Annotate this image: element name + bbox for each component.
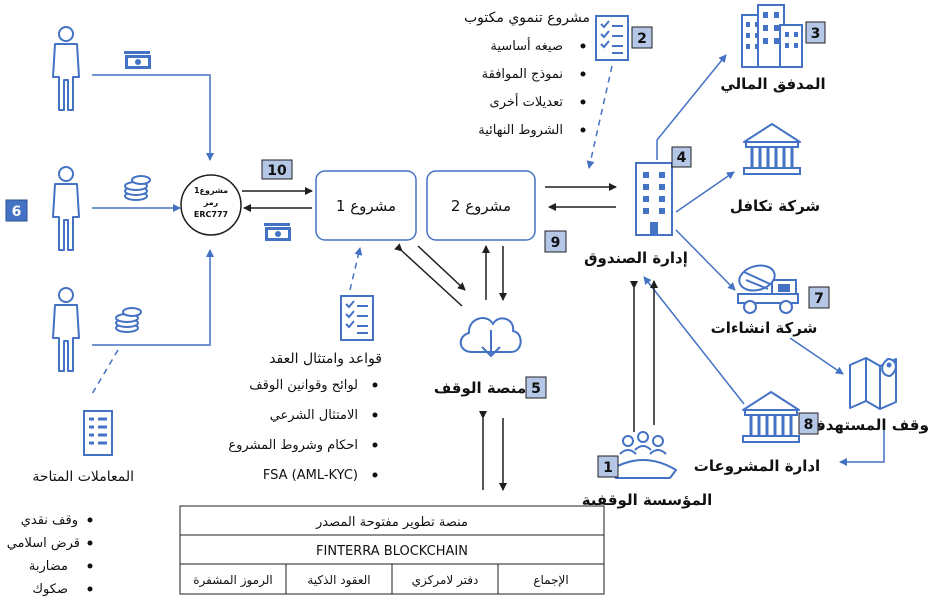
platform-cell: العقود الذكية: [307, 573, 370, 588]
buildings-icon: [741, 4, 803, 68]
written-project-item: تعديلات أخرى: [490, 93, 564, 110]
badge-3: 3: [805, 21, 826, 44]
waqf-platform-label: منصة الوقف: [434, 379, 526, 397]
token-project-arrows: [242, 187, 313, 212]
badge-7: 7: [808, 286, 830, 309]
badge-4: 4: [671, 146, 692, 168]
badge-1-label: 1: [603, 460, 613, 476]
written-project-connector: [586, 65, 613, 169]
checklist-icon: [595, 15, 629, 61]
platform-cell: دفتر لامركزي: [412, 573, 479, 588]
badge-5: 5: [525, 376, 547, 399]
contract-rule-item: لوائح وقوانين الوقف: [249, 378, 358, 393]
written-project-title: مشروع تنموي مكتوب: [464, 10, 590, 26]
project-management-label: ادارة المشروعات: [694, 457, 820, 475]
written-project-item: صيغه أساسية: [490, 37, 563, 54]
document-icon: [82, 409, 114, 457]
transaction-item: قرض اسلامي: [7, 536, 80, 551]
takaful-label: شركة تكافل: [730, 197, 820, 215]
badge-10-label: 10: [267, 163, 287, 179]
office-icon: [635, 162, 673, 236]
map-pin-icon: [849, 357, 897, 410]
contract-rule-item: احكام وشروط المشروع: [228, 438, 358, 453]
token-line-3: ERC777: [194, 210, 228, 219]
project-1-label: مشروع 1: [336, 197, 396, 215]
fund-flow-lines: [643, 54, 885, 466]
transaction-item: صكوك: [32, 582, 68, 597]
badge-8: 8: [798, 412, 819, 435]
badge-3-label: 3: [811, 26, 821, 42]
coins-icon: [124, 175, 151, 201]
transactions-list: المعاملات المتاحة وقف نقدي قرض اسلامي مض…: [7, 469, 134, 597]
investor-person-3: [52, 287, 80, 372]
platform-row-1: منصة تطوير مفتوحة المصدر: [315, 515, 468, 530]
cash-icon: [264, 223, 291, 241]
token-line-2: رمز: [203, 198, 219, 207]
project-fund-arrows: [545, 183, 617, 211]
badge-8-label: 8: [804, 417, 814, 433]
transactions-title: المعاملات المتاحة: [32, 469, 134, 485]
financier-label: المدفق المالي: [720, 75, 825, 93]
platform-cell: الرموز المشفرة: [193, 573, 272, 588]
waqf-institution-label: المؤسسة الوقفية: [582, 491, 713, 509]
bank-icon: [742, 122, 802, 176]
bank-icon: [741, 390, 801, 444]
people-icon: [609, 431, 677, 479]
badge-6: 6: [5, 199, 28, 222]
contract-rule-item: FSA (AML-KYC): [263, 468, 358, 483]
badge-1: 1: [597, 455, 619, 478]
rules-connector: [349, 247, 363, 291]
platform-cell: الإجماع: [533, 573, 568, 587]
written-project-item: الشروط النهائية: [478, 123, 563, 138]
investor-person-2: [52, 166, 80, 251]
project-2-box: مشروع 2: [426, 170, 536, 241]
platform-arrows: [394, 243, 507, 491]
written-project-item: نموذج الموافقة: [482, 67, 563, 82]
platform-row-2: FINTERRA BLOCKCHAIN: [316, 544, 468, 559]
cash-icon: [124, 51, 151, 69]
investor-flow-lines: [91, 74, 214, 395]
coins-icon: [115, 307, 142, 333]
cloud-download-icon: [459, 317, 522, 358]
contract-rule-item: الامتثال الشرعي: [270, 408, 358, 423]
token-circle: مشروع1 رمز ERC777: [180, 174, 242, 236]
transaction-item: وقف نقدي: [21, 513, 78, 528]
written-project-list: مشروع تنموي مكتوب صيغه أساسية نموذج المو…: [464, 10, 590, 138]
fund-management-label: إدارة الصندوق: [584, 249, 688, 267]
investor-person-1: [52, 26, 80, 111]
checklist-icon: [340, 295, 374, 341]
transaction-item: مضاربة: [29, 559, 68, 574]
badge-4-label: 4: [677, 150, 687, 166]
beneficiary-label: الوقف المستهدف: [808, 416, 928, 434]
badge-2-label: 2: [637, 31, 647, 47]
mixer-truck-icon: [737, 264, 799, 314]
badge-5-label: 5: [531, 381, 541, 397]
token-line-1: مشروع1: [194, 186, 228, 195]
badge-9: 9: [544, 230, 567, 253]
badge-10: 10: [261, 159, 293, 180]
badge-9-label: 9: [551, 235, 561, 251]
contract-rules-list: قواعد وامتثال العقد لوائح وقوانين الوقف …: [228, 351, 382, 483]
badge-7-label: 7: [814, 291, 824, 307]
fund-institution-arrows: [630, 280, 658, 432]
project-2-label: مشروع 2: [451, 197, 511, 215]
badge-2: 2: [631, 26, 653, 49]
contract-rules-title: قواعد وامتثال العقد: [269, 351, 382, 367]
badge-6-label: 6: [12, 204, 22, 220]
project-1-box: مشروع 1: [315, 170, 417, 241]
construction-label: شركة انشاءات: [711, 319, 818, 337]
open-source-platform-table: منصة تطوير مفتوحة المصدر FINTERRA BLOCKC…: [179, 505, 605, 595]
